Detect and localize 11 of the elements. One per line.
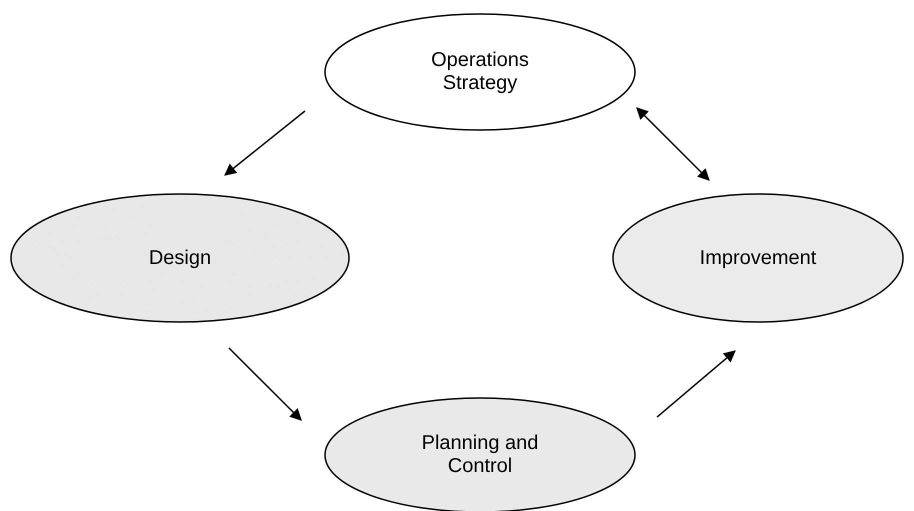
ellipse-node [612, 193, 904, 323]
ellipse-node [10, 193, 350, 323]
arrow [656, 350, 736, 418]
node-label: Improvement [700, 246, 816, 270]
node-label: Design [148, 246, 212, 270]
ellipse-node [324, 13, 636, 131]
arrow [224, 110, 306, 176]
arrow [228, 348, 302, 421]
arrow [636, 107, 710, 181]
node-label: Operations Strategy [430, 49, 530, 95]
node-label: Planning and Control [420, 432, 540, 478]
